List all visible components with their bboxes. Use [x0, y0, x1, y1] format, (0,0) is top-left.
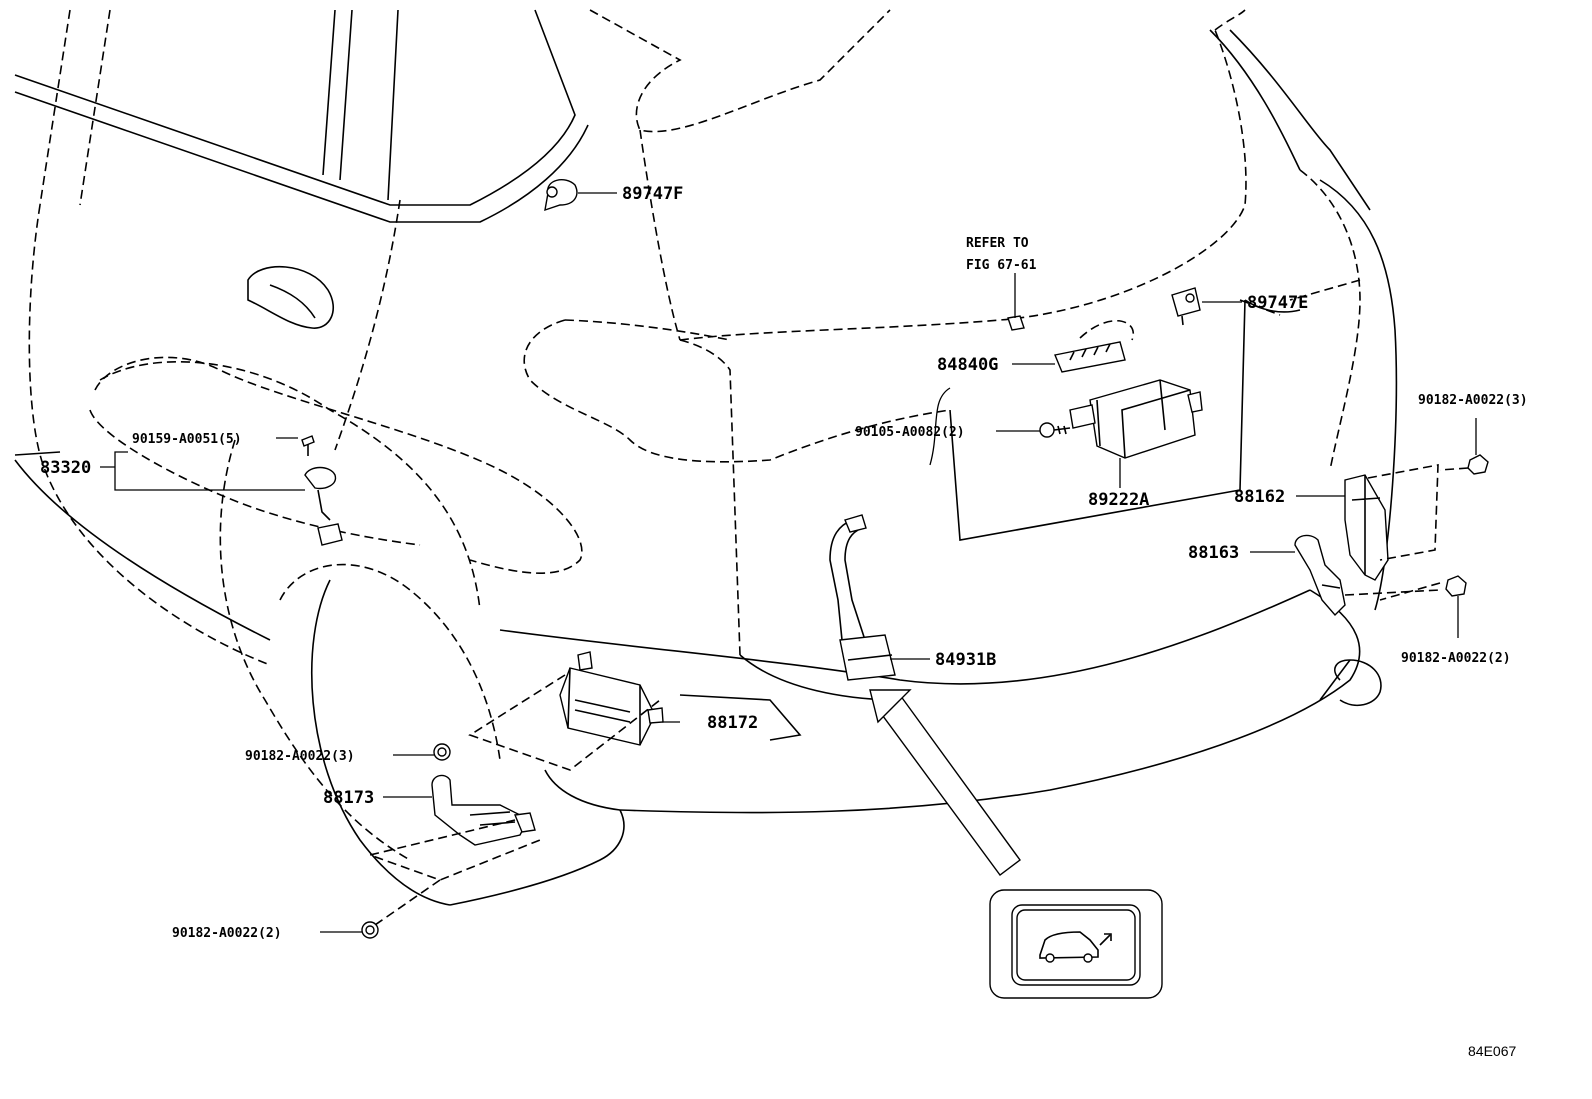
part-83320-sender — [304, 466, 343, 546]
callout-90182-right: 90182-A0022(2) — [1401, 651, 1511, 666]
callout-refer-line1: REFER TO — [966, 236, 1029, 251]
callout-88173: 88173 — [323, 788, 374, 808]
view-arrow — [869, 689, 1021, 876]
part-84840G-switch — [1054, 320, 1135, 373]
callout-88172: 88172 — [707, 713, 758, 733]
part-89222A-actuator — [1069, 379, 1203, 459]
part-callouts: 89747F REFER TO FIG 67-61 89747E 84840G … — [40, 184, 1528, 1059]
callout-83320: 83320 — [40, 458, 91, 478]
callout-90105: 90105-A0082(2) — [855, 425, 965, 440]
leader-lines — [100, 192, 1477, 933]
part-88173-bracket — [431, 774, 536, 846]
part-84931B-harness — [829, 514, 896, 681]
part-88163-bracket — [1294, 534, 1346, 617]
figure-code: 84E067 — [1468, 1043, 1516, 1059]
part-88162-ecu — [1344, 474, 1389, 581]
part-90105-screw — [1039, 422, 1071, 438]
callout-88162: 88162 — [1234, 487, 1285, 507]
part-90182-nut-right-3 — [1467, 454, 1489, 475]
callout-88163: 88163 — [1188, 543, 1239, 563]
part-90182-nut-left-2 — [361, 921, 379, 939]
callout-90182-top-right: 90182-A0022(3) — [1418, 393, 1528, 408]
part-grommet — [1007, 315, 1025, 331]
vehicle-body-outline — [14, 9, 1398, 906]
callout-89747E: 89747E — [1247, 293, 1308, 313]
callout-90182-left-3: 90182-A0022(3) — [245, 749, 355, 764]
callout-89747F: 89747F — [622, 184, 683, 204]
switch-detail-box — [989, 889, 1163, 999]
part-90182-nut-right-2 — [1445, 575, 1467, 597]
callout-84840G: 84840G — [937, 355, 998, 375]
callout-90159: 90159-A0051(5) — [132, 432, 242, 447]
part-89747F-bumper-stop — [544, 179, 578, 212]
callout-90182-left-2: 90182-A0022(2) — [172, 926, 282, 941]
power-back-door-switch-icon — [1039, 931, 1112, 963]
part-88172-ecu — [559, 651, 664, 746]
part-89747E-bumper — [1171, 287, 1201, 326]
part-90159-screw — [301, 435, 315, 456]
callout-refer-line2: FIG 67-61 — [966, 258, 1037, 273]
part-90182-nut-left-3 — [433, 743, 451, 761]
callout-89222A: 89222A — [1088, 490, 1149, 510]
callout-84931B: 84931B — [935, 650, 996, 670]
